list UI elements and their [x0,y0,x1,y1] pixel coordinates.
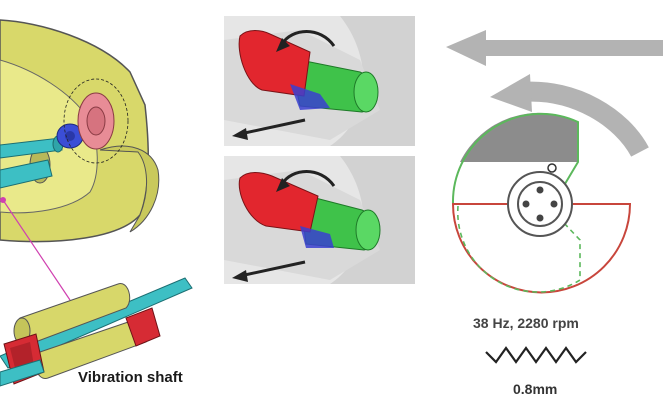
pink-flange-hub [86,106,106,136]
eccentric-weight-diagram [451,112,632,294]
leader-dot [0,197,6,203]
zigzag-amplitude-icon [485,346,587,364]
hub-bolt-1 [536,186,544,194]
rotation-arrow-icon [280,30,336,47]
large-left-arrow-icon [446,30,663,66]
flange-bolt-circle [63,78,129,164]
leader-line [2,199,71,301]
green-weight-end-bottom [355,209,381,251]
housing-rim [99,145,160,233]
rotation-arrow-head-2 [276,178,290,192]
rotation-arrow-icon-2 [280,170,336,187]
hub-bolt-3 [536,214,544,222]
blue-coupling-hub [65,131,75,141]
rotation-view-bottom [224,156,415,284]
marker-circle [547,163,557,173]
direction-arrow-icon-2 [239,260,306,278]
direction-arrow-head [232,128,248,140]
green-upper-outline [451,112,579,205]
shaft-cyan-lower [0,159,53,189]
hub-bolt-2 [550,200,558,208]
blue-weight-top [290,84,330,110]
red-block-right [125,307,161,347]
red-weight-bottom [238,172,319,233]
hub-inner [517,181,563,227]
vibrator-assembly-exploded [0,19,160,301]
green-weight-end [353,71,379,113]
green-dashed-outline [456,205,581,293]
amplitude-label: 0.8mm [513,381,558,397]
blue-weight-bottom [300,226,334,248]
curved-arrow-head [490,74,532,112]
direction-arrow-icon [239,118,306,136]
gray-weight-segment [460,112,578,162]
direction-arrow-head-2 [232,270,248,282]
rotation-view-top [224,16,415,146]
hub-bolt-4 [522,200,530,208]
vibration-shaft-label: Vibration shaft [78,369,183,386]
frequency-speed-label: 38 Hz, 2280 rpm [473,315,579,331]
vibration-shaft-assembly [0,277,193,387]
rotation-arrow-head [276,38,290,52]
shaft-lower-stub [0,359,45,387]
curved-rotation-arrow-icon [521,81,649,158]
shaft-cyan-upper [0,137,63,159]
motion-arrows [446,30,663,158]
